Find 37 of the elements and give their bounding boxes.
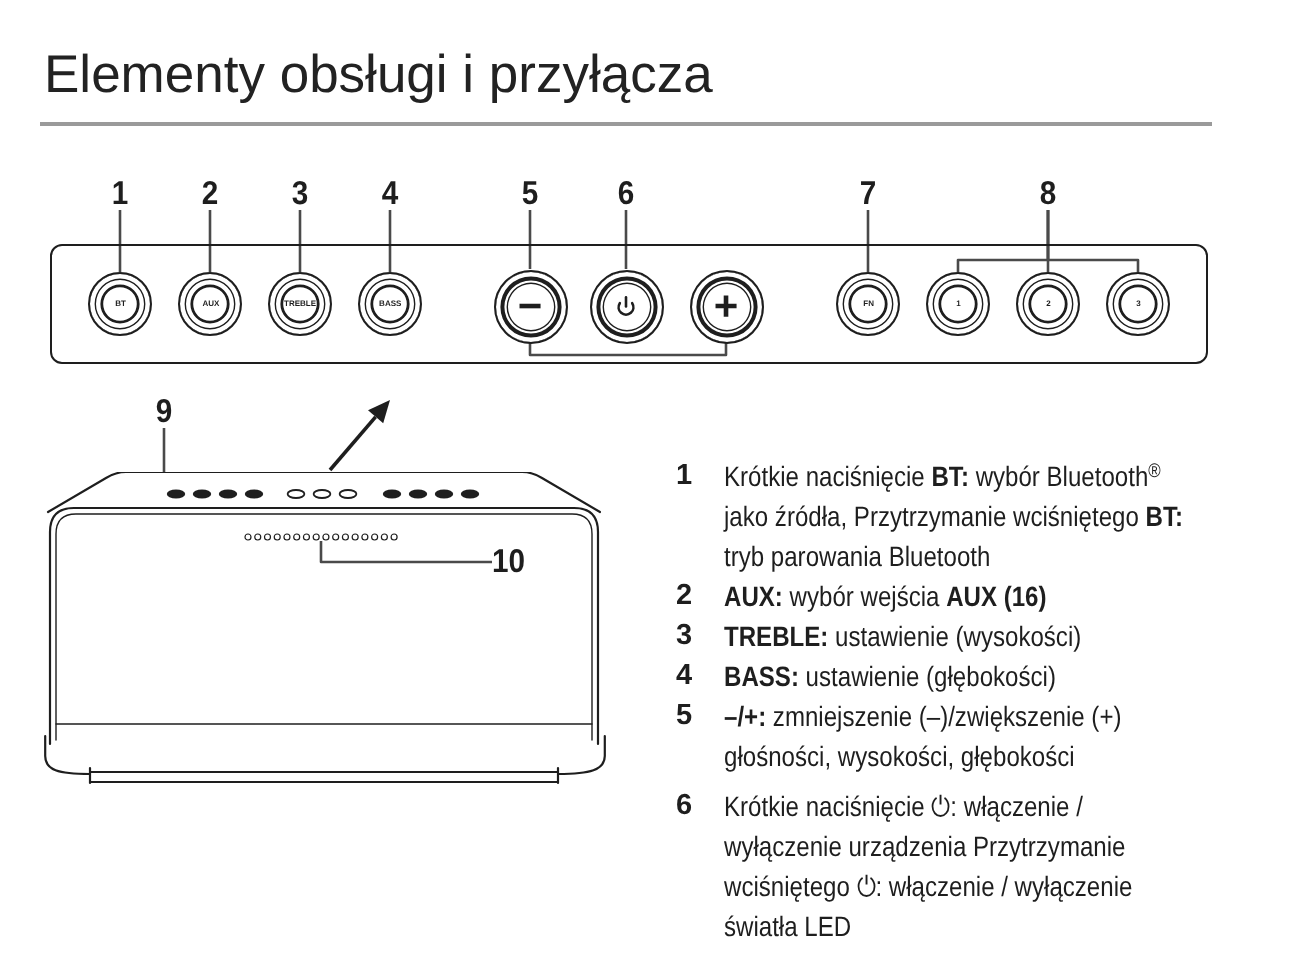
button xyxy=(589,269,663,343)
callout-number: 10 xyxy=(492,546,526,578)
leader-line xyxy=(162,428,166,472)
item-number: 2 xyxy=(676,578,693,616)
leader-line xyxy=(319,541,492,564)
callout-number: 9 xyxy=(155,396,173,428)
callout-number: 2 xyxy=(201,178,219,210)
item-number: 3 xyxy=(676,618,693,656)
description-text: Krótkie naciśnięcie ⏻: włączenie / wyłączenie urządzenia Przytrzymanie wciśniętego ⏻: włączenie / wyłączenie światła LED xyxy=(724,788,1135,946)
description-text: –/+: zmniejszenie (–)/zwiększenie (+) głośności, wysokości, głębokości xyxy=(724,698,1124,776)
leader-line xyxy=(1046,210,1140,272)
item-number: 1 xyxy=(676,458,693,496)
description-text: AUX: wybór wejścia AUX (16) xyxy=(724,578,1049,616)
callout-number: 5 xyxy=(521,178,539,210)
callout-number: 6 xyxy=(617,178,635,210)
button: + xyxy=(689,269,763,343)
item-number: 4 xyxy=(676,658,693,696)
leader-line xyxy=(624,210,628,269)
description-text: BASS: ustawienie (głębokości) xyxy=(724,658,1058,696)
title: Elementy obsługi i przyłącza xyxy=(44,42,713,106)
leader-line xyxy=(866,210,870,272)
led-strip xyxy=(244,531,398,541)
callout-number: 1 xyxy=(111,178,129,210)
callout-number: 3 xyxy=(291,178,309,210)
leader-line xyxy=(298,210,302,272)
callout-number: 8 xyxy=(1039,178,1057,210)
leader-line xyxy=(528,210,532,269)
callout-number: 7 xyxy=(859,178,877,210)
item-number: 6 xyxy=(676,788,693,826)
item-number: 5 xyxy=(676,698,693,736)
leader-line xyxy=(118,210,122,272)
leader-line xyxy=(388,210,392,272)
callout-number: 4 xyxy=(381,178,399,210)
leader-line xyxy=(208,210,212,272)
description-text: TREBLE: ustawienie (wysokości) xyxy=(724,618,1084,656)
button: − xyxy=(493,269,567,343)
leader-line xyxy=(528,343,728,357)
